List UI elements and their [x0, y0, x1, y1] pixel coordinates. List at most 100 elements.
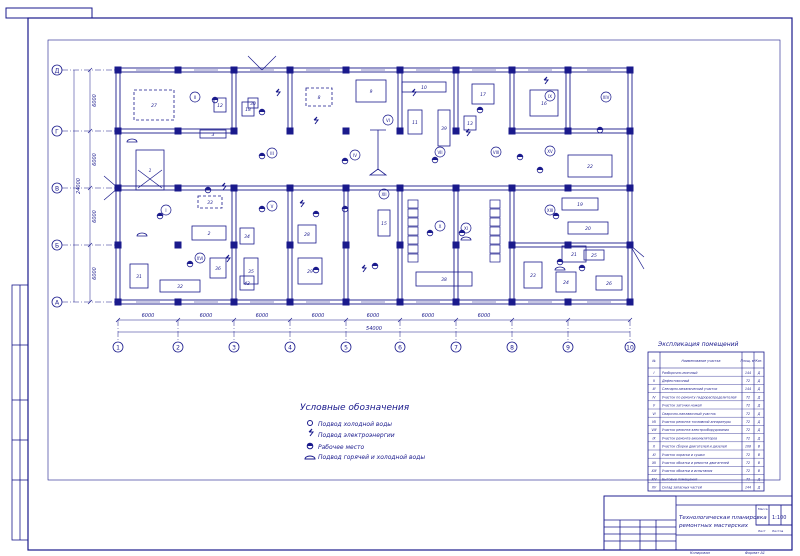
wall	[231, 69, 237, 132]
table-cell: Дефектовочный	[661, 379, 689, 383]
row-span-dimension: 6000	[92, 94, 98, 107]
column	[396, 184, 404, 192]
drawing-title-line1: Технологическая планировка	[679, 515, 767, 521]
rack-cell	[489, 208, 501, 218]
dimension-tick	[87, 299, 93, 305]
table-header: №	[651, 359, 656, 363]
table-cell: Сварочно-наплавочный участок	[662, 412, 716, 416]
equipment-box	[129, 263, 149, 289]
equipment-number: 15	[381, 221, 387, 227]
axis-bubble-col	[394, 341, 406, 353]
table-cell: Участок обкатки и ремонта двигателей	[662, 461, 729, 465]
wall	[397, 69, 403, 132]
equipment-box	[407, 109, 423, 135]
dimension-tick	[231, 317, 237, 323]
table-cell: Д	[757, 477, 761, 481]
rack-cell	[407, 253, 419, 263]
wall	[453, 69, 459, 132]
column	[396, 127, 404, 135]
axis-label-row: Г	[55, 129, 59, 136]
room-marker-label: IX	[548, 94, 552, 99]
room-marker-label: XIII	[547, 208, 553, 213]
hot-cold-water-marker	[554, 266, 566, 271]
building-walls	[103, 55, 645, 306]
table-cell: Д	[757, 379, 761, 383]
row-span-dimension: 6000	[92, 153, 98, 166]
axis-bubble-col	[112, 341, 124, 353]
column	[174, 127, 182, 135]
explication-title: Экспликация помещений	[657, 341, 739, 348]
axis-bubble-col	[172, 341, 184, 353]
format-label: Формат А1	[745, 551, 765, 555]
column	[286, 66, 294, 74]
equipment-box	[583, 249, 605, 261]
gate	[629, 244, 645, 270]
axis-bubble-col	[284, 341, 296, 353]
column	[286, 241, 294, 249]
column	[286, 298, 294, 306]
rack-cell	[489, 253, 501, 263]
room-marker-label: I	[165, 208, 166, 213]
room-marker-circle	[460, 222, 472, 234]
column	[230, 127, 238, 135]
inner-frame	[47, 39, 781, 481]
workplace-marker-fill	[557, 259, 563, 262]
equipment-number: 12	[217, 103, 223, 109]
power-icon	[308, 428, 314, 437]
equipment-number: 29	[307, 269, 313, 275]
room-marker-label: VI	[386, 118, 390, 123]
power-marker	[221, 182, 227, 191]
column	[342, 66, 350, 74]
table-cell: V	[653, 404, 656, 408]
table-cell: В	[758, 445, 760, 449]
equipment-box	[355, 79, 387, 103]
axis-label-row: В	[55, 186, 59, 193]
equipment-box	[297, 257, 323, 285]
dimension-tick	[87, 185, 93, 191]
table-cell: XV	[651, 486, 657, 490]
rack-cell	[489, 226, 501, 236]
axis-label-col: 10	[626, 345, 634, 352]
room-marker-circle	[266, 200, 278, 212]
wash-unit-cross	[137, 169, 163, 189]
column	[230, 66, 238, 74]
column	[174, 241, 182, 249]
title-block	[603, 495, 793, 551]
power-marker	[411, 88, 417, 97]
column	[508, 127, 516, 135]
room-marker-label: VIII	[493, 150, 499, 155]
legend-item-power: Подвод электроэнергии	[318, 432, 395, 439]
room-marker-circle	[544, 145, 556, 157]
total-width-dimension: 54000	[366, 326, 382, 332]
axis-label-row: Д	[55, 68, 60, 75]
gate	[247, 55, 277, 71]
axis-label-row: Б	[55, 243, 59, 250]
power-marker	[543, 76, 549, 85]
column	[626, 66, 634, 74]
equipment-box	[555, 271, 577, 293]
column	[286, 184, 294, 192]
equipment-box	[239, 227, 255, 245]
room-marker-circle	[160, 204, 172, 216]
axis-bubble-row	[51, 64, 63, 76]
wall	[565, 69, 571, 132]
table-cell: 144	[745, 387, 751, 391]
equipment-box	[471, 83, 495, 105]
equipment-number: 1	[149, 168, 152, 174]
axis-bubble-row	[51, 296, 63, 308]
workplace-marker-fill	[342, 158, 348, 161]
wall	[117, 185, 631, 191]
equipment-number: 9	[370, 89, 373, 95]
equipment-box	[159, 279, 201, 293]
table-cell: В	[758, 453, 760, 457]
column	[174, 66, 182, 74]
table-cell: 72	[746, 461, 750, 465]
equipment-number: 33	[207, 200, 213, 206]
dimension-tick	[509, 317, 515, 323]
rack-cell	[407, 244, 419, 254]
room-marker-circle	[434, 220, 446, 232]
